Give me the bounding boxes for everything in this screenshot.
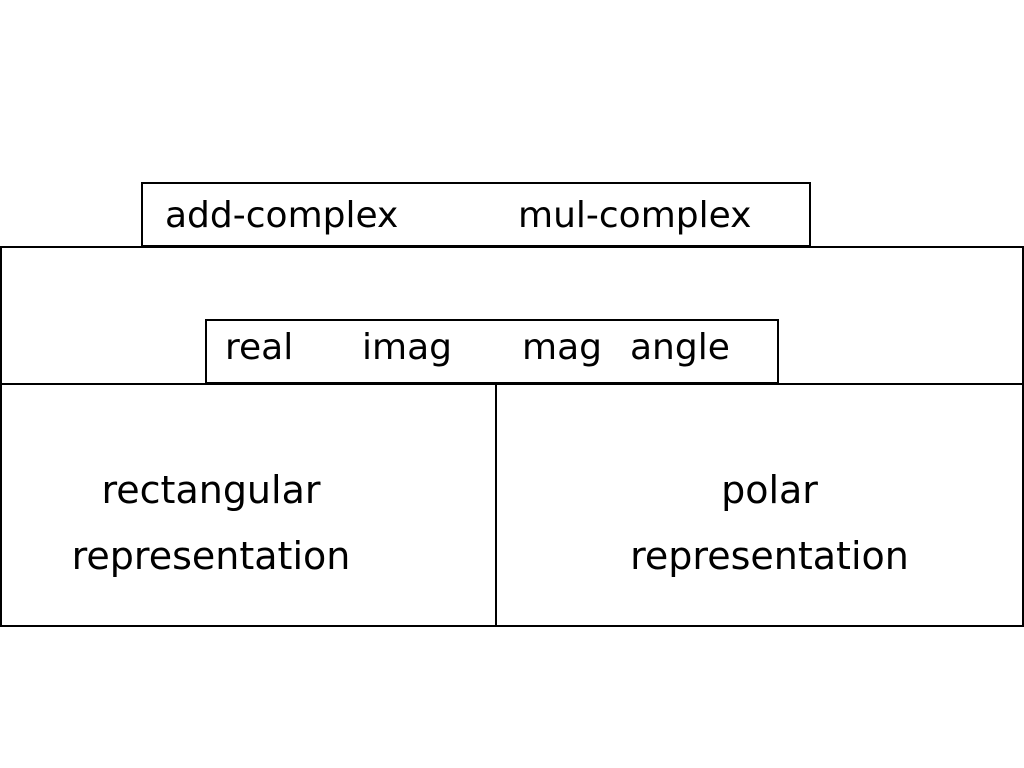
polar-representation-text: polar representation	[517, 457, 1022, 589]
rectangular-representation-box: rectangular representation	[0, 383, 498, 627]
selectors-layer: real imag mag angle	[205, 319, 779, 384]
mag-selector-label: mag	[522, 327, 602, 368]
polar-line1: polar	[721, 468, 818, 512]
rectangular-representation-text: rectangular representation	[0, 457, 496, 589]
angle-selector-label: angle	[630, 327, 730, 368]
operations-layer: add-complex mul-complex	[141, 182, 811, 247]
rectangular-line1: rectangular	[101, 468, 321, 512]
real-selector-label: real	[225, 327, 294, 368]
mul-complex-label: mul-complex	[518, 195, 752, 236]
polar-representation-box: polar representation	[495, 383, 1024, 627]
rectangular-line2: representation	[71, 534, 351, 578]
polar-line2: representation	[630, 534, 909, 578]
add-complex-label: add-complex	[165, 195, 399, 236]
imag-selector-label: imag	[362, 327, 452, 368]
